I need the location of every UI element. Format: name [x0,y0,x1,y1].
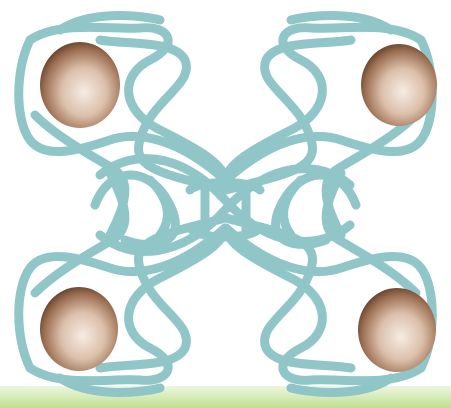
ground-band [0,386,451,408]
sphere-bottom-right [358,288,436,372]
sphere-top-left [40,42,120,128]
sphere-bottom-left [40,287,118,371]
sphere-top-right [361,44,437,126]
